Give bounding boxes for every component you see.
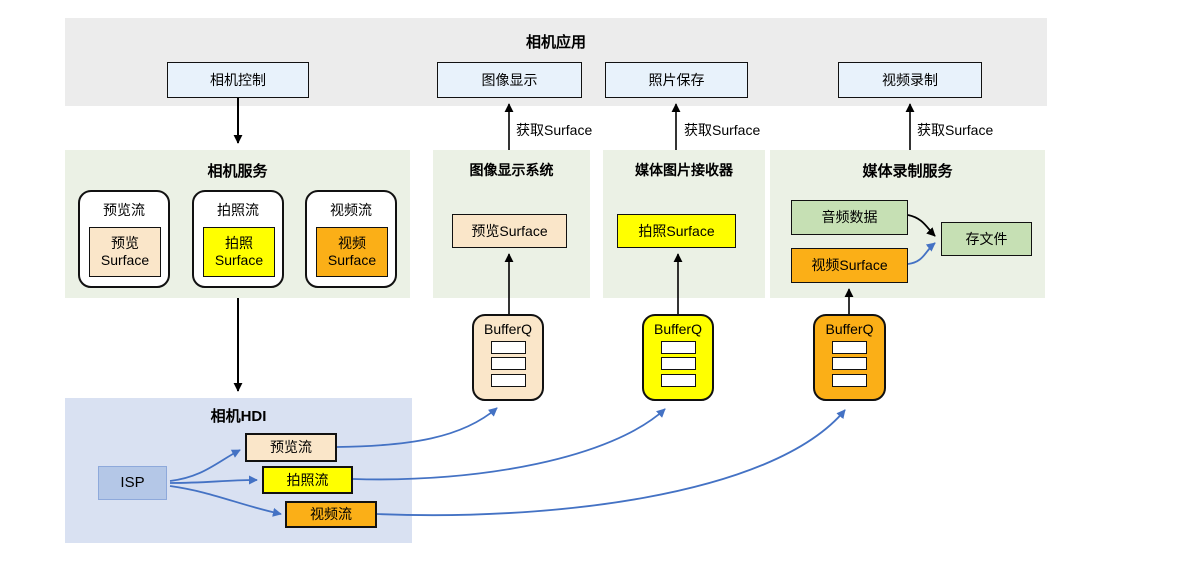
hdi-video-stream-box: 视频流 xyxy=(285,501,377,528)
video-surface-line1: 视频 xyxy=(338,235,366,252)
buffer-slot xyxy=(490,340,526,354)
isp-box: ISP xyxy=(98,466,167,500)
video-record-box[interactable]: 视频录制 xyxy=(838,62,982,98)
bufferq-video-label: BufferQ xyxy=(825,321,874,337)
photo-save-box[interactable]: 照片保存 xyxy=(605,62,748,98)
audio-data-box: 音频数据 xyxy=(791,200,908,235)
hdi-preview-stream-box: 预览流 xyxy=(245,433,337,462)
preview-stream-card: 预览流 预览 Surface xyxy=(78,190,170,288)
get-surface-label-1: 获取Surface xyxy=(516,122,593,138)
video-stream-label: 视频流 xyxy=(330,202,372,218)
preview-stream-label: 预览流 xyxy=(103,202,145,218)
receiver-photo-surface-box: 拍照Surface xyxy=(617,214,736,248)
buffer-slot xyxy=(832,340,867,354)
photo-surface-line2: Surface xyxy=(214,252,264,268)
bufferq-preview-label: BufferQ xyxy=(484,321,532,337)
camera-service-title: 相机服务 xyxy=(207,163,268,180)
photo-stream-card: 拍照流 拍照 Surface xyxy=(192,190,284,288)
photo-stream-label: 拍照流 xyxy=(217,202,259,218)
video-surface-line2: Surface xyxy=(327,252,377,268)
preview-surface-line2: Surface xyxy=(100,252,150,268)
display-system-title: 图像显示系统 xyxy=(469,162,554,178)
buffer-slot xyxy=(660,340,696,354)
bufferq-preview: BufferQ xyxy=(472,314,544,401)
camera-hdi-title: 相机HDI xyxy=(210,408,267,425)
buffer-slot xyxy=(660,357,696,370)
display-preview-surface-box: 预览Surface xyxy=(452,214,567,248)
preview-surface-line1: 预览 xyxy=(111,235,139,252)
image-display-box[interactable]: 图像显示 xyxy=(437,62,582,98)
bufferq-photo-label: BufferQ xyxy=(654,321,702,337)
camera-app-title: 相机应用 xyxy=(525,34,586,51)
get-surface-label-2: 获取Surface xyxy=(684,122,761,138)
hdi-photo-stream-box: 拍照流 xyxy=(262,466,353,494)
media-recorder-title: 媒体录制服务 xyxy=(862,163,953,180)
video-stream-card: 视频流 视频 Surface xyxy=(305,190,397,288)
buffer-slot xyxy=(832,373,867,387)
photo-surface-box: 拍照 Surface xyxy=(203,227,275,277)
get-surface-label-3: 获取Surface xyxy=(917,122,994,138)
arrow-hdi-video-to-bufferq3 xyxy=(376,409,846,517)
bufferq-photo: BufferQ xyxy=(642,314,714,401)
camera-control-box[interactable]: 相机控制 xyxy=(167,62,309,98)
recorder-video-surface-box: 视频Surface xyxy=(791,248,908,283)
photo-surface-line1: 拍照 xyxy=(225,235,253,252)
buffer-slot xyxy=(490,357,526,370)
video-surface-box: 视频 Surface xyxy=(316,227,388,277)
bufferq-video: BufferQ xyxy=(813,314,886,401)
buffer-slot xyxy=(490,373,526,387)
preview-surface-box: 预览 Surface xyxy=(89,227,161,277)
save-file-box: 存文件 xyxy=(941,222,1032,256)
buffer-slot xyxy=(832,357,867,370)
buffer-slot xyxy=(660,373,696,387)
image-receiver-title: 媒体图片接收器 xyxy=(635,162,733,178)
